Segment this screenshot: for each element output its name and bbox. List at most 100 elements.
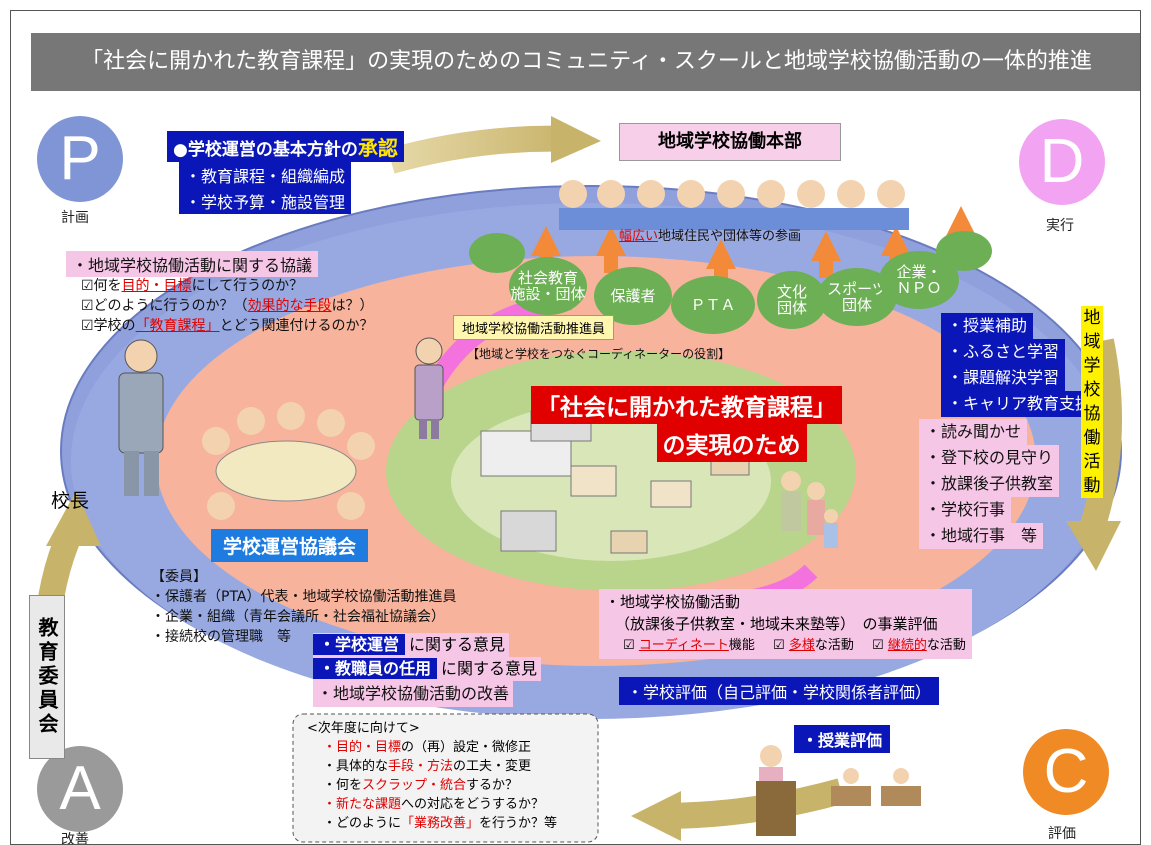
- group-blank-1: [469, 233, 525, 273]
- activity-item: ・課題解決学習: [941, 365, 1066, 391]
- eval-line-2: （放課後子供教室・地域未来塾等） の事業評価: [615, 615, 938, 633]
- activity-item: ・授業補助: [941, 313, 1034, 339]
- principal-figure: [118, 339, 164, 496]
- community-people: [559, 180, 909, 230]
- members-head: 【委員】: [151, 569, 207, 585]
- principal-label: 校長: [51, 490, 90, 512]
- activity-item: ・学校行事: [919, 497, 1012, 523]
- activity-item: ・読み聞かせ: [919, 419, 1028, 445]
- pdca-p-circle: P: [37, 116, 123, 202]
- consult-text: ☑何を: [81, 278, 122, 294]
- arrow-right: [1078, 338, 1122, 536]
- next-year-line: ・どのように「業務改善」を行うか？等: [307, 814, 557, 833]
- activity-item: ・ふるさと学習: [941, 339, 1066, 365]
- activity-vertical-label: 地 域 学 校 協 働 活 動: [1081, 306, 1103, 498]
- next-year-plain: の工夫・変更: [453, 759, 532, 774]
- participation-text: 幅広い地域住民や団体等の参画: [619, 225, 801, 244]
- eval-check: ☑: [623, 638, 639, 653]
- pdca-c-letter: C: [1043, 737, 1089, 806]
- next-year-emph: ・目的・目標: [323, 740, 402, 755]
- consult-line-1: ☑何を目的・目標にして行うのか？: [81, 275, 303, 295]
- group-label: スポーツ 団体: [827, 279, 887, 314]
- family-figure: [781, 471, 838, 548]
- pdca-c-label: 評価: [1048, 826, 1076, 842]
- activity-item: ・キャリア教育支援: [941, 391, 1098, 417]
- consult-line-3: ☑学校の「教育課程」とどう関連付けるのか？: [81, 315, 374, 335]
- consult-text: とどう関連付けるのか？: [219, 318, 374, 334]
- pdca-p-letter: P: [59, 124, 101, 193]
- approval-item: ・学校予算・施設管理: [179, 188, 352, 214]
- group-blank-2: [936, 231, 992, 271]
- lesson-evaluation: ・授業評価: [794, 725, 891, 753]
- approval-item: ・教育課程・組織編成: [179, 162, 352, 188]
- consult-text: は？）: [331, 298, 374, 314]
- vertical-char: 校: [1083, 380, 1101, 400]
- consult-emph: 目的・目標: [121, 278, 192, 294]
- group-label: ＰＴＡ: [690, 295, 736, 314]
- eval-emph: コーディネート: [638, 638, 729, 653]
- pdca-a-circle: A: [37, 746, 123, 832]
- next-year-emph: スクラップ・統合: [362, 778, 467, 793]
- eval-checks: ☑ コーディネート機能 ☑ 多様な活動 ☑ 継続的な活動: [605, 635, 966, 657]
- arrow-top: [387, 125, 572, 174]
- opinion-3: ・地域学校協働活動の改善: [313, 681, 514, 707]
- group-social-education: 社会教育 施設・団体: [509, 257, 587, 315]
- promoter-figure: [414, 337, 444, 439]
- vertical-char: 地: [1083, 308, 1101, 328]
- consult-head: ・地域学校協働活動に関する協議: [66, 251, 319, 277]
- pdca-d-circle: D: [1019, 119, 1105, 205]
- consult-emph: 「教育課程」: [135, 318, 220, 334]
- activities-pink: ・読み聞かせ ・登下校の見守り ・放課後子供教室 ・学校行事 ・地域行事 等: [919, 419, 1060, 549]
- group-label: 保護者: [610, 286, 656, 305]
- opinion-strong: ・教職員の任用: [313, 658, 438, 679]
- center-message: 「社会に開かれた教育課程」 の実現のため: [531, 386, 842, 462]
- eval-check: ☑: [872, 638, 888, 653]
- pdca-a-letter: A: [59, 754, 101, 823]
- pdca-a-label: 改善: [61, 832, 89, 845]
- activity-item: ・放課後子供教室: [919, 471, 1060, 497]
- next-year-plain: ・どのように: [323, 816, 402, 831]
- school-evaluation: ・学校評価（自己評価・学校関係者評価）: [619, 677, 940, 705]
- activities-blue: ・授業補助 ・ふるさと学習 ・課題解決学習 ・キャリア教育支援: [941, 313, 1098, 417]
- next-year-plain: への対応をどうするか？: [401, 797, 545, 812]
- next-year-emph: ・新たな課題: [323, 797, 402, 812]
- classroom-figure: [756, 745, 921, 836]
- opinions-block: ・学校運営に関する意見 ・教職員の任用に関する意見 ・地域学校協働活動の改善: [313, 633, 542, 707]
- eval-emph: 多様: [788, 638, 815, 653]
- project-evaluation: ・地域学校協働活動 （放課後子供教室・地域未来塾等） の事業評価 ☑ コーディネ…: [599, 589, 972, 659]
- next-year-plain: ・具体的な: [323, 759, 389, 774]
- pdca-c-circle: C: [1023, 729, 1109, 815]
- eval-check: な活動: [814, 638, 854, 653]
- board-label: 教育委員会: [29, 595, 65, 759]
- next-year-box: [292, 713, 599, 843]
- consult-text: ☑どのように行うのか？（: [81, 298, 248, 314]
- vertical-char: 動: [1083, 476, 1101, 496]
- vertical-char: 学: [1083, 356, 1101, 376]
- vertical-char: 協: [1083, 404, 1101, 424]
- participation-rest: 地域住民や団体等の参画: [658, 229, 802, 244]
- center-line-2: の実現のため: [656, 424, 807, 462]
- next-year-emph: 「業務改善」: [401, 816, 480, 831]
- activity-item: ・登下校の見守り: [919, 445, 1060, 471]
- vertical-char: 活: [1083, 452, 1101, 472]
- vertical-char: 域: [1083, 332, 1101, 352]
- consult-text: にして行うのか？: [191, 278, 304, 294]
- next-year-plain: ・何を: [323, 778, 363, 793]
- next-year-line: ・目的・目標の（再）設定・微修正: [307, 738, 557, 757]
- approval-strong: 承認: [357, 136, 398, 160]
- members-block: 【委員】 ・保護者（PTA）代表・地域学校協働活動推進員 ・企業・組織（青年会議…: [151, 566, 456, 646]
- vertical-char: 働: [1083, 428, 1101, 448]
- opinion-text: に関する意見: [409, 635, 506, 654]
- next-year-line: ・具体的な手段・方法の工夫・変更: [307, 757, 557, 776]
- next-year-line: ・新たな課題への対応をどうするか？: [307, 795, 557, 814]
- members-item: ・接続校の管理職 等: [151, 629, 291, 645]
- eval-check: な活動: [926, 638, 966, 653]
- eval-check: 機能: [728, 638, 755, 653]
- arrow-bottom: [660, 778, 845, 829]
- group-culture: 文化 団体: [757, 271, 827, 329]
- approval-box: ●学校運営の基本方針の承認 ・教育課程・組織編成 ・学校予算・施設管理: [167, 131, 404, 214]
- next-year-plain: の（再）設定・微修正: [401, 740, 532, 755]
- opinion-2: ・教職員の任用に関する意見: [313, 657, 542, 681]
- group-label: 企業・ ＮＰＯ: [896, 262, 942, 297]
- participation-emph: 幅広い: [619, 229, 659, 244]
